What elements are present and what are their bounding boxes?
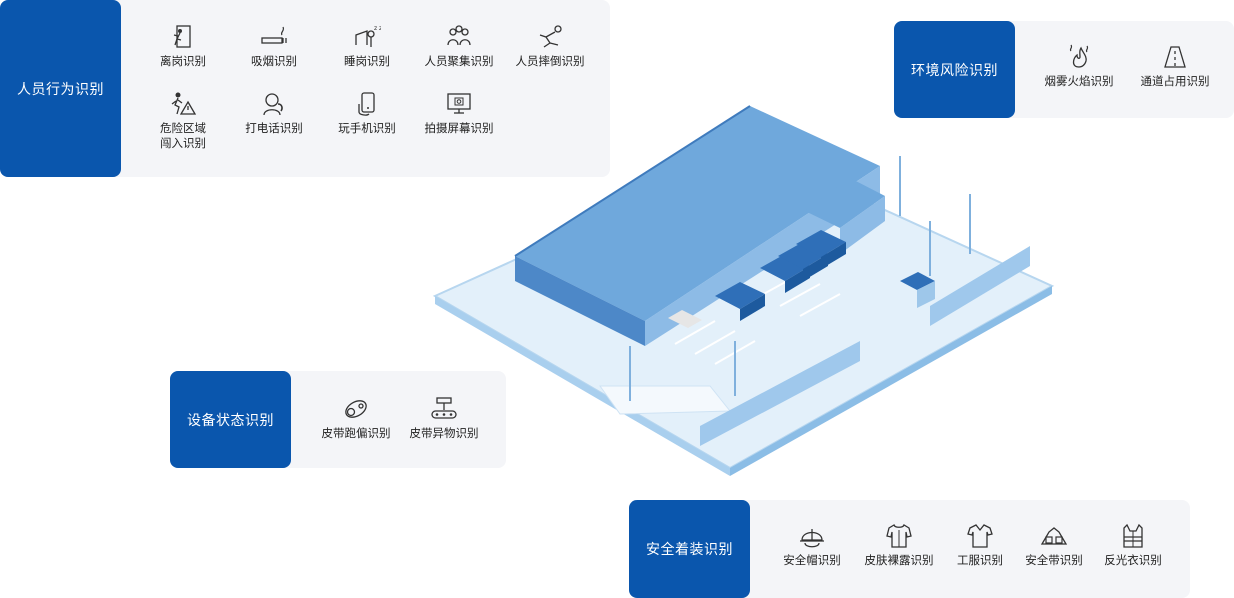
sleeping-item[interactable]: 睡岗识别 [321,23,413,69]
helmet-item[interactable]: 安全帽识别 [766,522,858,568]
crowd-item[interactable]: 人员聚集识别 [413,23,505,69]
phone-call-item[interactable]: 打电话识别 [228,90,320,136]
crosswalk [599,385,732,415]
personnel-behavior-panel: 人员行为识别 离岗识别 吸烟识别 睡岗识别 人员聚集识别 人员摔倒识别 危险区域… [0,0,610,177]
personnel-behavior-title: 人员行为识别 [0,0,121,177]
passage-icon [1164,46,1186,68]
guard-booth [900,272,935,290]
fence-right [930,246,1030,326]
factory-illustration [432,105,1055,476]
smoke-fire-icon [1069,44,1089,68]
smoking-icon [261,26,287,44]
mobile-phone-item[interactable]: 玩手机识别 [321,90,413,136]
sleeping-icon [355,24,381,48]
fence-front [700,341,860,446]
danger-zone-item[interactable]: 危险区域 闯入识别 [137,90,229,151]
belt-deviation-icon [342,396,370,422]
warehouse-wall-front [515,256,645,346]
lamp-posts [629,156,971,401]
safety-attire-title: 安全着装识别 [629,500,750,598]
smoke-fire-item[interactable]: 烟雾火焰识别 [1033,43,1125,89]
equipment-status-title: 设备状态识别 [170,371,291,468]
skin-exposure-icon [886,524,912,548]
work-clothes-icon [967,524,993,548]
annex-wall [840,196,885,254]
environment-risk-title: 环境风险识别 [894,21,1015,118]
belt-deviation-item[interactable]: 皮带跑偏识别 [310,395,402,441]
screen-capture-item[interactable]: 拍摄屏幕识别 [413,90,505,136]
mobile-phone-icon [358,92,375,116]
safety-attire-panel: 安全着装识别 安全帽识别 皮肤裸露识别 工服识别 安全带识别 反光衣识别 [629,500,1190,598]
ground-side-right [730,286,1052,476]
fall-item[interactable]: 人员摔倒识别 [504,23,596,69]
fall-icon [539,25,562,48]
work-clothes-item[interactable]: 工服识别 [934,522,1026,568]
crowd-icon [447,25,471,46]
equipment-status-panel: 设备状态识别 皮带跑偏识别 皮带异物识别 [170,371,506,468]
leave-post-icon [173,25,191,48]
environment-risk-panel: 环境风险识别 烟雾火焰识别 通道占用识别 [894,21,1234,118]
reflective-vest-item[interactable]: 反光衣识别 [1087,522,1179,568]
helmet-icon [799,528,825,548]
smoking-item[interactable]: 吸烟识别 [228,23,320,69]
danger-zone-icon [171,91,196,115]
belt-foreign-object-item[interactable]: 皮带异物识别 [398,395,490,441]
safety-belt-item[interactable]: 安全带识别 [1008,522,1100,568]
annex-roof [805,178,885,228]
ground-side-left [435,296,730,476]
passage-occupancy-item[interactable]: 通道占用识别 [1129,43,1221,89]
phone-call-icon [263,93,283,116]
reflective-vest-icon [1123,524,1143,548]
leave-post-item[interactable]: 离岗识别 [137,23,229,69]
warehouse-roof [515,106,880,321]
safety-belt-icon [1041,527,1067,545]
trucks [668,230,846,328]
skin-exposure-item[interactable]: 皮肤裸露识别 [853,522,945,568]
